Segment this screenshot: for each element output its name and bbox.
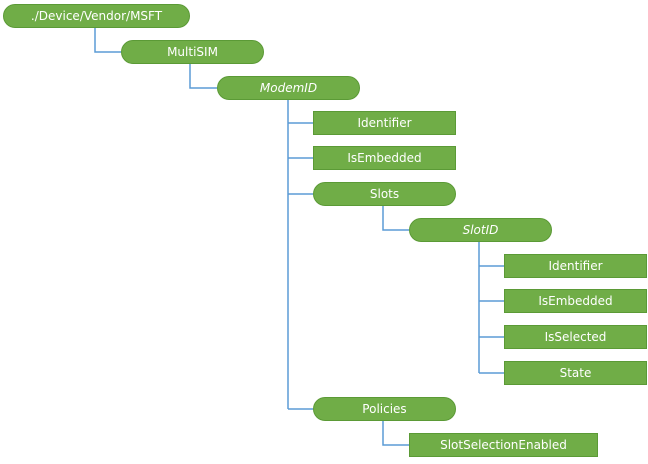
node-modemid: ModemID [217, 76, 360, 100]
node-slot-isembedded: IsEmbedded [504, 289, 647, 313]
node-slot-state: State [504, 361, 647, 385]
node-slotid: SlotID [409, 218, 552, 242]
node-slots: Slots [313, 182, 456, 206]
node-multisim: MultiSIM [121, 40, 264, 64]
node-slot-identifier: Identifier [504, 254, 647, 278]
connector-multisim-modemid [189, 64, 217, 89]
node-slot-isselected: IsSelected [504, 325, 647, 349]
node-identifier: Identifier [313, 111, 456, 135]
node-slotselectionenabled: SlotSelectionEnabled [409, 433, 598, 457]
connector-root-multisim [94, 28, 121, 53]
node-isembedded: IsEmbedded [313, 146, 456, 170]
node-root: ./Device/Vendor/MSFT [3, 4, 190, 28]
connector-slots-slotid [382, 206, 409, 231]
node-policies: Policies [313, 397, 456, 421]
connector-policies-slotselection [382, 421, 409, 446]
